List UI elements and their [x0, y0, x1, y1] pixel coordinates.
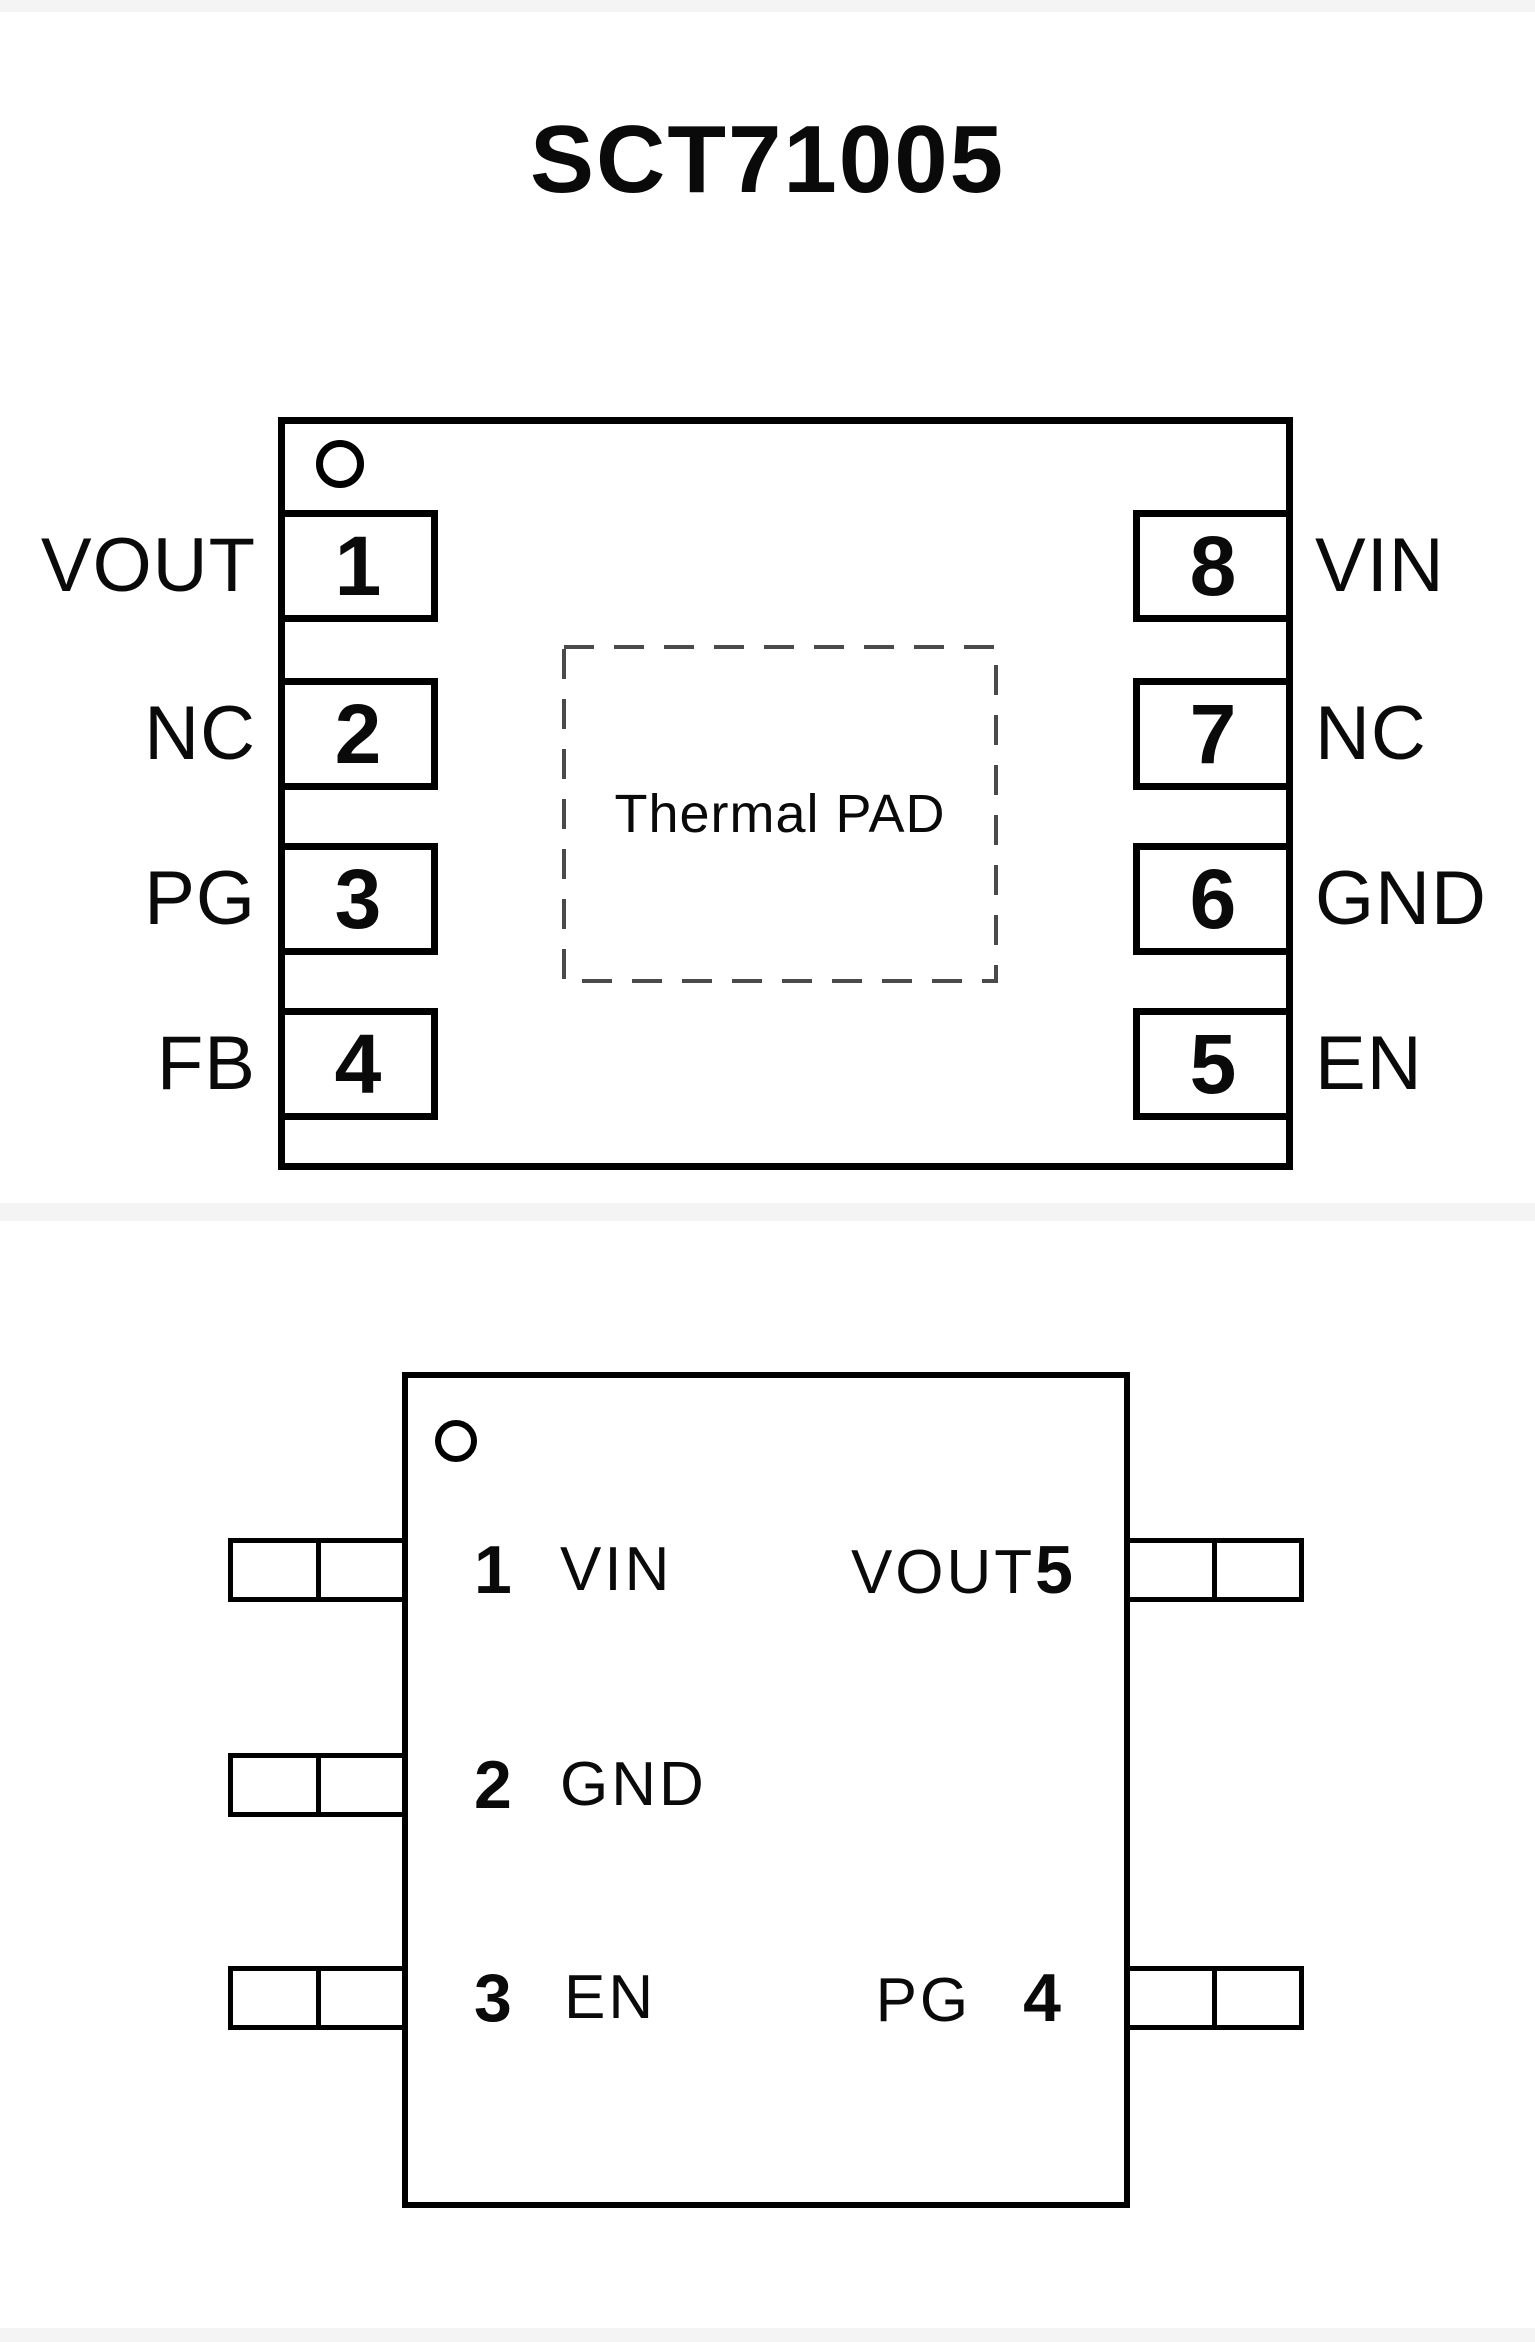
pin-number-7: 7	[1189, 687, 1237, 781]
pin-pad-4: 4	[278, 1008, 438, 1120]
lead-pin-3	[228, 1966, 408, 2030]
pin-number-2-bottom: 2	[474, 1747, 513, 1823]
pin-number-1-bottom: 1	[474, 1532, 513, 1608]
pin-label-fb: FB	[156, 1021, 256, 1106]
pin-pad-5: 5	[1133, 1008, 1293, 1120]
page-edge-band-top	[0, 0, 1535, 12]
sot235-package-body: 1 VIN VOUT5 2 GND 3 EN PG 4	[402, 1372, 1130, 2208]
pin-pad-2: 2	[278, 678, 438, 790]
pin1-indicator-dot-bottom	[435, 1420, 477, 1462]
pin-label-nc-left: NC	[144, 691, 256, 776]
pin-pad-8: 8	[1133, 510, 1293, 622]
lead-pin-4	[1124, 1966, 1304, 2030]
pin-label-nc-right: NC	[1315, 691, 1427, 776]
pin-group-vout5: VOUT5	[851, 1528, 1074, 1631]
pin-label-gnd-bottom: GND	[560, 1750, 707, 1819]
pin-row-2: 2 GND	[408, 1743, 1124, 1827]
sot235-pinout-diagram: 1 VIN VOUT5 2 GND 3 EN PG 4	[0, 1372, 1535, 2222]
pin-number-1: 1	[334, 519, 382, 613]
pin-number-6: 6	[1189, 852, 1237, 946]
thermal-pad-label: Thermal PAD	[614, 784, 946, 844]
pin-label-pg: PG	[144, 856, 256, 941]
chip-title: SCT71005	[530, 106, 1005, 213]
page-gap-band	[0, 1203, 1535, 1221]
thermal-pad: Thermal PAD	[562, 645, 998, 983]
pin-pad-7: 7	[1133, 678, 1293, 790]
dfn8-pinout-diagram: VOUT NC PG FB VIN NC GND EN 1 2 3 4 8 7 …	[0, 417, 1535, 1177]
lead-pin-5	[1124, 1538, 1304, 1602]
pin-number-2: 2	[334, 687, 382, 781]
pin1-indicator-dot	[316, 440, 364, 488]
dfn8-package-body: 1 2 3 4 8 7 6 5 Thermal PAD	[278, 417, 1293, 1170]
pin-label-pg-bottom: PG	[875, 1966, 972, 2035]
pin-group-pg4: PG 4	[876, 1956, 1062, 2059]
pin-pad-1: 1	[278, 510, 438, 622]
pin-row-3: 3 EN PG 4	[408, 1956, 1124, 2040]
page-edge-band-bottom	[0, 2328, 1535, 2342]
pin-label-en: EN	[1315, 1021, 1423, 1106]
pin-number-3: 3	[334, 852, 382, 946]
lead-pin-1	[228, 1538, 408, 1602]
pin-number-4-bottom: 4	[1023, 1960, 1062, 2036]
pin-pad-3: 3	[278, 843, 438, 955]
pin-pad-6: 6	[1133, 843, 1293, 955]
pin-number-3-bottom: 3	[474, 1960, 513, 2036]
pin-number-5-bottom: 5	[1035, 1532, 1074, 1608]
thermal-pad-dashed-outline	[562, 645, 998, 983]
pin-label-vout: VOUT	[40, 523, 256, 608]
lead-pin-2	[228, 1753, 408, 1817]
pin-label-vout-bottom: VOUT	[850, 1538, 1036, 1607]
pin-label-en-bottom: EN	[564, 1963, 657, 2032]
pin-row-1: 1 VIN VOUT5	[408, 1528, 1124, 1612]
pin-label-vin: VIN	[1315, 523, 1445, 608]
pin-label-vin-bottom: VIN	[560, 1535, 673, 1604]
pin-number-5: 5	[1189, 1017, 1237, 1111]
pin-number-8: 8	[1189, 519, 1237, 613]
pin-number-4: 4	[334, 1017, 382, 1111]
pin-label-gnd: GND	[1315, 856, 1487, 941]
